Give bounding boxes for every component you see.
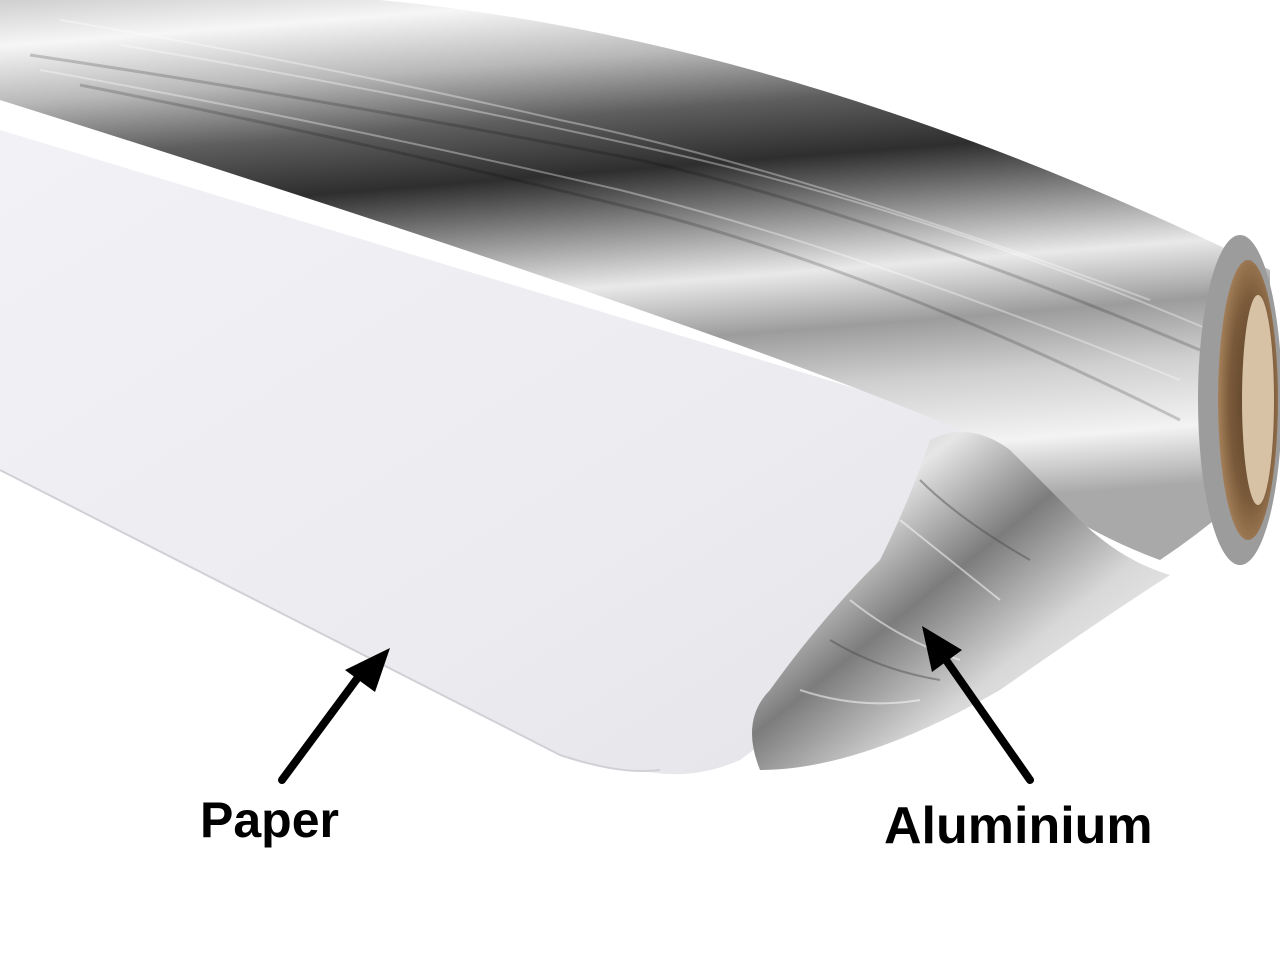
- foil-roll: [0, 0, 1270, 560]
- paper-label: Paper: [200, 792, 339, 848]
- arrow-up-left-icon: [922, 626, 1034, 784]
- arrow-up-right-icon: [278, 648, 390, 784]
- aluminium-flap: [752, 432, 1170, 770]
- paper-sheet: [0, 130, 1030, 775]
- aluminium-label: Aluminium: [884, 797, 1153, 855]
